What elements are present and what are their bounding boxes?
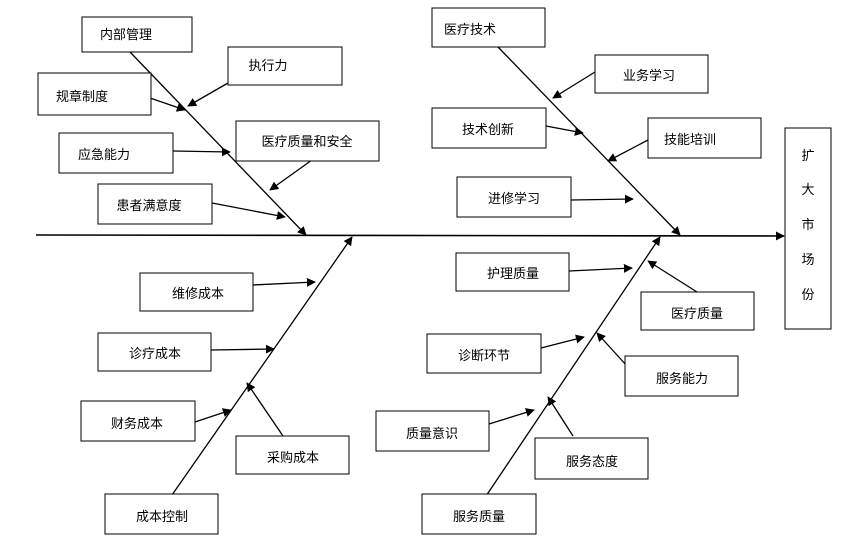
arrow-manyi bbox=[211, 202, 286, 220]
cause-box-chengben-kongzhi: 成本控制 bbox=[104, 493, 219, 535]
cause-box-manyi: 患者满意度 bbox=[97, 183, 213, 225]
bone-service-quality bbox=[479, 236, 661, 506]
arrow-yingji bbox=[172, 147, 231, 157]
bone-medical-technology bbox=[497, 46, 681, 236]
cause-label: 诊断环节 bbox=[458, 349, 510, 364]
cause-label: 规章制度 bbox=[56, 89, 108, 105]
cause-label: 成本控制 bbox=[136, 510, 188, 525]
cause-label: 执行力 bbox=[248, 59, 287, 74]
cause-label: 技术创新 bbox=[462, 122, 514, 138]
main-spine-arrow bbox=[35, 231, 785, 241]
cause-box-zhenliao: 诊疗成本 bbox=[97, 332, 212, 372]
cause-box-zhiliang-anquan: 医疗质量和安全 bbox=[235, 120, 380, 162]
cause-box-fuwu-taidu: 服务态度 bbox=[534, 437, 649, 480]
arrow-jishu-chuangxin bbox=[545, 125, 584, 136]
cause-box-caigou: 采购成本 bbox=[235, 435, 350, 475]
cause-box-neibu: 内部管理 bbox=[81, 16, 193, 53]
cause-label: 医疗技术 bbox=[444, 23, 496, 38]
cause-label: 财务成本 bbox=[111, 416, 163, 432]
arrow-weixiu bbox=[252, 277, 316, 287]
cause-box-yewu-xuexi: 业务学习 bbox=[594, 54, 709, 94]
arrow-zhixingli bbox=[187, 82, 229, 107]
cause-label: 患者满意度 bbox=[116, 198, 181, 214]
effect-char: 大 bbox=[801, 183, 814, 198]
cause-label: 应急能力 bbox=[78, 147, 130, 163]
cause-label: 医疗质量 bbox=[671, 307, 723, 322]
cause-box-guizhang: 规章制度 bbox=[37, 72, 152, 116]
cause-box-yingji: 应急能力 bbox=[58, 132, 174, 174]
cause-box-huli: 护理质量 bbox=[455, 252, 570, 292]
cause-box-zhixingli: 执行力 bbox=[227, 46, 343, 86]
arrow-jineng-peixun bbox=[607, 139, 649, 162]
cause-label: 服务能力 bbox=[656, 371, 708, 387]
cause-box-jineng-peixun: 技能培训 bbox=[647, 117, 762, 159]
cause-box-yiliao-zhiliang: 医疗质量 bbox=[640, 291, 755, 331]
cause-label: 诊疗成本 bbox=[129, 347, 181, 362]
arrow-zhiliang-anquan bbox=[269, 159, 313, 191]
arrow-caigou bbox=[246, 382, 284, 437]
arrow-zhiliang-yishi bbox=[488, 408, 535, 425]
cause-box-zhenduan: 诊断环节 bbox=[426, 333, 542, 374]
arrow-huli bbox=[568, 263, 633, 273]
cause-label: 业务学习 bbox=[623, 68, 675, 84]
effect-char: 份 bbox=[801, 288, 814, 303]
arrow-fuwu-nengli bbox=[596, 332, 628, 367]
cause-label: 内部管理 bbox=[100, 27, 152, 43]
bone-cost-control bbox=[164, 236, 353, 506]
cause-box-fuwu-nengli: 服务能力 bbox=[624, 355, 739, 397]
cause-box-fuwu-zhiliang: 服务质量 bbox=[421, 493, 537, 535]
cause-box-jinxiu: 进修学习 bbox=[456, 176, 572, 218]
effect-char: 市 bbox=[801, 217, 814, 233]
arrow-yewu-xuexi bbox=[552, 71, 596, 99]
cause-label: 质量意识 bbox=[406, 426, 458, 442]
cause-box-caiwu: 财务成本 bbox=[80, 400, 196, 442]
effect-box: 扩 大 市 场 份 bbox=[784, 127, 832, 330]
cause-label: 护理质量 bbox=[487, 267, 539, 282]
effect-char: 扩 bbox=[801, 149, 814, 164]
cause-box-yiliao-jishu: 医疗技术 bbox=[431, 7, 546, 48]
arrow-guizhang bbox=[149, 97, 186, 112]
effect-char: 场 bbox=[801, 253, 814, 268]
cause-label: 医疗质量和安全 bbox=[261, 134, 352, 150]
cause-label: 服务态度 bbox=[566, 454, 618, 470]
arrow-zhenduan bbox=[540, 334, 585, 349]
bone-internal-management bbox=[129, 51, 307, 236]
arrow-jinxiu bbox=[570, 194, 634, 204]
arrow-fuwu-taidu bbox=[547, 396, 574, 437]
arrow-zhenliao bbox=[210, 344, 275, 354]
cause-label: 进修学习 bbox=[488, 191, 540, 207]
cause-box-jishu-chuangxin: 技术创新 bbox=[431, 107, 547, 149]
arrow-yiliao-zhiliang bbox=[647, 260, 698, 293]
cause-box-weixiu: 维修成本 bbox=[139, 272, 254, 312]
arrow-caiwu bbox=[194, 408, 232, 423]
cause-label: 维修成本 bbox=[172, 287, 224, 302]
cause-box-zhiliang-yishi: 质量意识 bbox=[375, 410, 490, 452]
cause-label: 服务质量 bbox=[453, 509, 505, 525]
cause-label: 采购成本 bbox=[267, 450, 319, 466]
cause-label: 技能培训 bbox=[664, 132, 716, 148]
